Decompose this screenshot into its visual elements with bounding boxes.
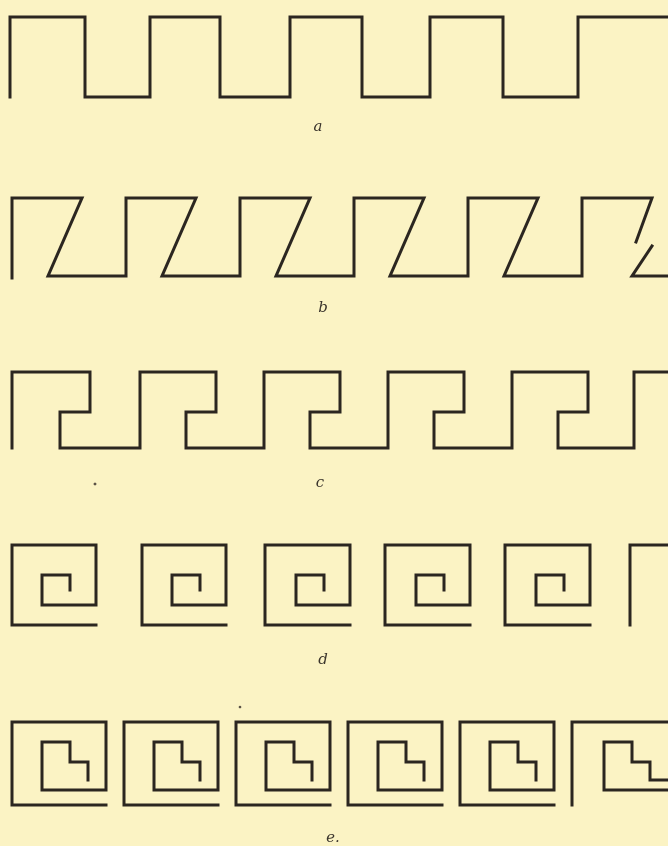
pattern-e-stepped-meander (12, 722, 668, 805)
ink-speck (239, 706, 242, 709)
caption-c: c (316, 473, 325, 491)
row-b: b (12, 198, 668, 316)
row-a: a (10, 17, 668, 135)
row-c: c (12, 372, 668, 491)
row-d: d (12, 545, 668, 668)
caption-d: d (318, 650, 328, 668)
pattern-d-meander-key (12, 545, 668, 625)
pattern-b-slanted-fret (12, 198, 668, 278)
caption-b: b (318, 298, 328, 316)
row-e: e. (12, 706, 668, 846)
caption-a: a (314, 117, 323, 135)
pattern-c-hook-fret (12, 372, 668, 448)
caption-e: e. (326, 828, 340, 846)
pattern-a-square-wave (10, 17, 668, 97)
ink-speck (94, 483, 97, 486)
